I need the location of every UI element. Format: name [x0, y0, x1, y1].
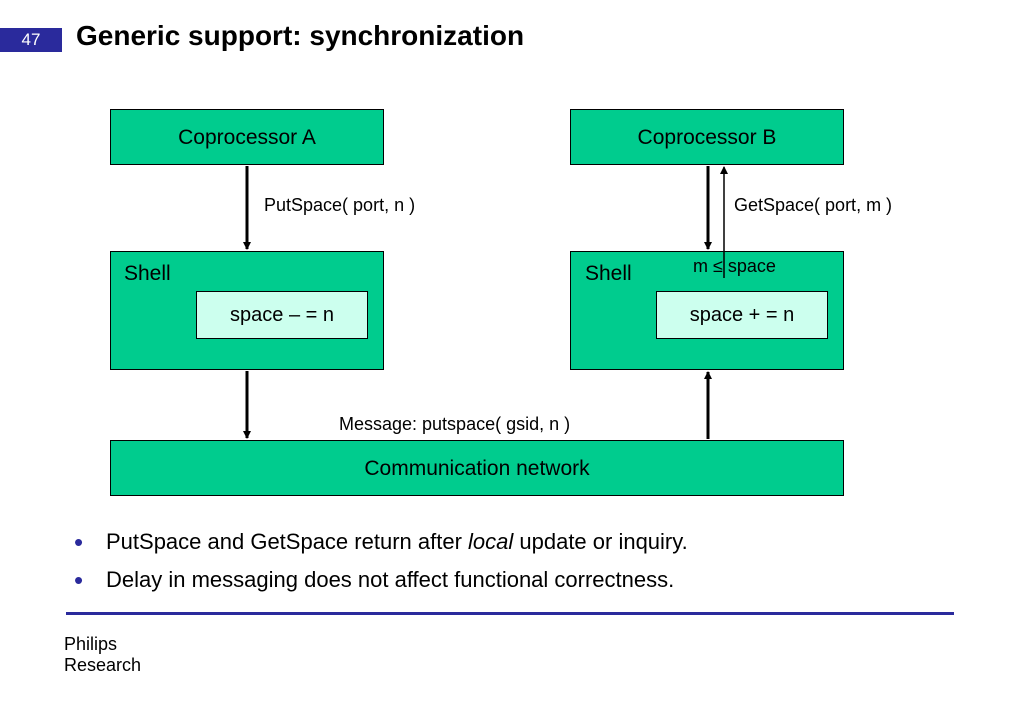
- communication-network-label: Communication network: [364, 457, 590, 480]
- message-label: Message: putspace( gsid, n ): [339, 414, 571, 434]
- bullet-1-text-a: PutSpace and GetSpace return after: [106, 529, 469, 554]
- bullet-2-text: Delay in messaging does not affect funct…: [106, 567, 675, 592]
- coprocessor-b-box: Coprocessor B: [570, 109, 844, 165]
- shell-a-label: Shell: [124, 262, 171, 285]
- coprocessor-b-label: Coprocessor B: [637, 126, 777, 149]
- bullet-1-emphasis: local: [468, 529, 514, 554]
- footer-line-1: Philips: [64, 634, 118, 654]
- condition-label: m ≤ space: [693, 256, 776, 276]
- shell-a-operation: space – = n: [196, 291, 368, 339]
- shell-a-box: Shell space – = n: [110, 251, 384, 370]
- bullet-icon: •: [74, 527, 84, 557]
- page-title: Generic support: synchronization: [76, 20, 525, 51]
- bullet-item-1: • PutSpace and GetSpace return after loc…: [72, 524, 688, 562]
- slide-number: 47: [0, 28, 62, 52]
- bullet-list: • PutSpace and GetSpace return after loc…: [72, 524, 688, 600]
- shell-b-label: Shell: [585, 262, 632, 285]
- putspace-call-label: PutSpace( port, n ): [264, 195, 416, 215]
- getspace-call-label: GetSpace( port, m ): [734, 195, 893, 215]
- shell-b-box: Shell space + = n: [570, 251, 844, 370]
- bullet-1-text-b: update or inquiry.: [513, 529, 688, 554]
- communication-network-box: Communication network: [110, 440, 844, 496]
- shell-b-operation: space + = n: [656, 291, 828, 339]
- bullet-icon: •: [74, 565, 84, 595]
- footer-line-2: Research: [64, 655, 142, 675]
- bullet-item-2: • Delay in messaging does not affect fun…: [72, 562, 688, 600]
- footer-brand: Philips Research: [64, 634, 141, 676]
- coprocessor-a-box: Coprocessor A: [110, 109, 384, 165]
- footer-divider: [66, 612, 954, 615]
- coprocessor-a-label: Coprocessor A: [178, 126, 316, 149]
